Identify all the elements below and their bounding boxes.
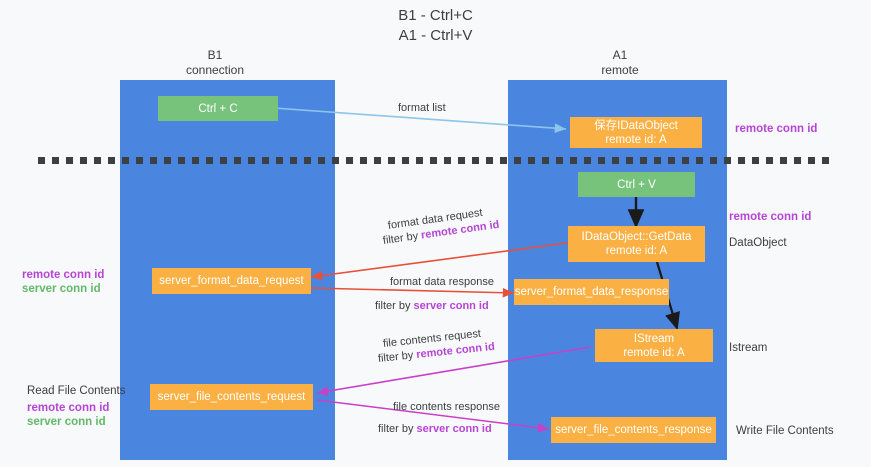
- column-header-b1-sub: connection: [185, 63, 245, 77]
- box-server-format-data-response[interactable]: server_format_data_response: [514, 279, 669, 305]
- annotation-left-server-conn-id-bottom: server conn id: [27, 416, 106, 428]
- column-header-a1-sub: remote: [601, 63, 639, 77]
- box-server-file-contents-request-label: server_file_contents_request: [157, 391, 306, 403]
- box-server-file-contents-request[interactable]: server_file_contents_request: [150, 384, 313, 410]
- filter-key-server-conn-id: server conn id: [416, 423, 492, 435]
- box-idataobject-getdata-line2: remote id: A: [605, 245, 668, 257]
- box-server-file-contents-response[interactable]: server_file_contents_response: [551, 417, 716, 443]
- title-line-1: B1 - Ctrl+C: [398, 7, 473, 24]
- filter-prefix: filter by: [378, 423, 417, 435]
- box-ctrl-c-label: Ctrl + C: [198, 102, 238, 115]
- edge-label-format-data-response-filter: filter by server conn id: [375, 299, 489, 313]
- box-ctrl-c[interactable]: Ctrl + C: [158, 96, 278, 121]
- phase-divider: [38, 157, 834, 164]
- annotation-left-remote-conn-id-mid: remote conn id: [22, 269, 105, 281]
- box-istream-line1: IStream: [633, 332, 675, 345]
- column-header-b1: B1 connection: [155, 48, 275, 78]
- edge-label-file-contents-response-filter: filter by server conn id: [378, 422, 492, 436]
- annotation-left-read-file-contents: Read File Contents: [27, 385, 126, 397]
- annotation-left-remote-conn-id-bottom: remote conn id: [27, 402, 110, 414]
- box-server-format-data-request[interactable]: server_format_data_request: [152, 268, 311, 294]
- box-server-format-data-request-label: server_format_data_request: [159, 275, 304, 287]
- edge-label-format-list: format list: [398, 102, 446, 114]
- box-save-idataobject[interactable]: 保存IDataObject remote id: A: [570, 117, 702, 148]
- annotation-right-remote-conn-id-mid: remote conn id: [729, 211, 812, 223]
- diagram-title: B1 - Ctrl+C A1 - Ctrl+V: [0, 6, 871, 46]
- box-idataobject-getdata-line1: IDataObject::GetData: [581, 231, 692, 243]
- box-server-format-data-response-label: server_format_data_response: [514, 286, 669, 298]
- filter-key-server-conn-id: server conn id: [413, 300, 489, 312]
- box-istream-line2: remote id: A: [623, 346, 685, 359]
- edge-label-format-data-response: format data response: [390, 276, 494, 288]
- box-ctrl-v-label: Ctrl + V: [617, 178, 656, 191]
- filter-prefix: filter by: [382, 229, 422, 247]
- box-server-file-contents-response-label: server_file_contents_response: [555, 424, 712, 436]
- box-ctrl-v[interactable]: Ctrl + V: [578, 172, 695, 197]
- filter-prefix: filter by: [375, 300, 414, 312]
- box-save-idataobject-line2: remote id: A: [605, 133, 667, 146]
- box-istream[interactable]: IStream remote id: A: [595, 329, 713, 362]
- box-save-idataobject-line1: 保存IDataObject: [594, 119, 678, 132]
- annotation-right-remote-conn-id-top: remote conn id: [735, 123, 818, 135]
- annotation-right-dataobject: DataObject: [729, 237, 787, 249]
- edge-label-file-contents-response: file contents response: [393, 401, 501, 413]
- column-header-a1-name: A1: [612, 48, 628, 62]
- annotation-right-istream: Istream: [729, 342, 768, 354]
- title-line-2: A1 - Ctrl+V: [398, 27, 473, 44]
- annotation-left-server-conn-id-mid: server conn id: [22, 283, 101, 295]
- column-header-a1: A1 remote: [560, 48, 680, 78]
- box-idataobject-getdata[interactable]: IDataObject::GetData remote id: A: [568, 226, 705, 262]
- annotation-right-write-file-contents: Write File Contents: [736, 425, 834, 437]
- filter-prefix: filter by: [377, 349, 417, 365]
- column-header-b1-name: B1: [207, 48, 223, 62]
